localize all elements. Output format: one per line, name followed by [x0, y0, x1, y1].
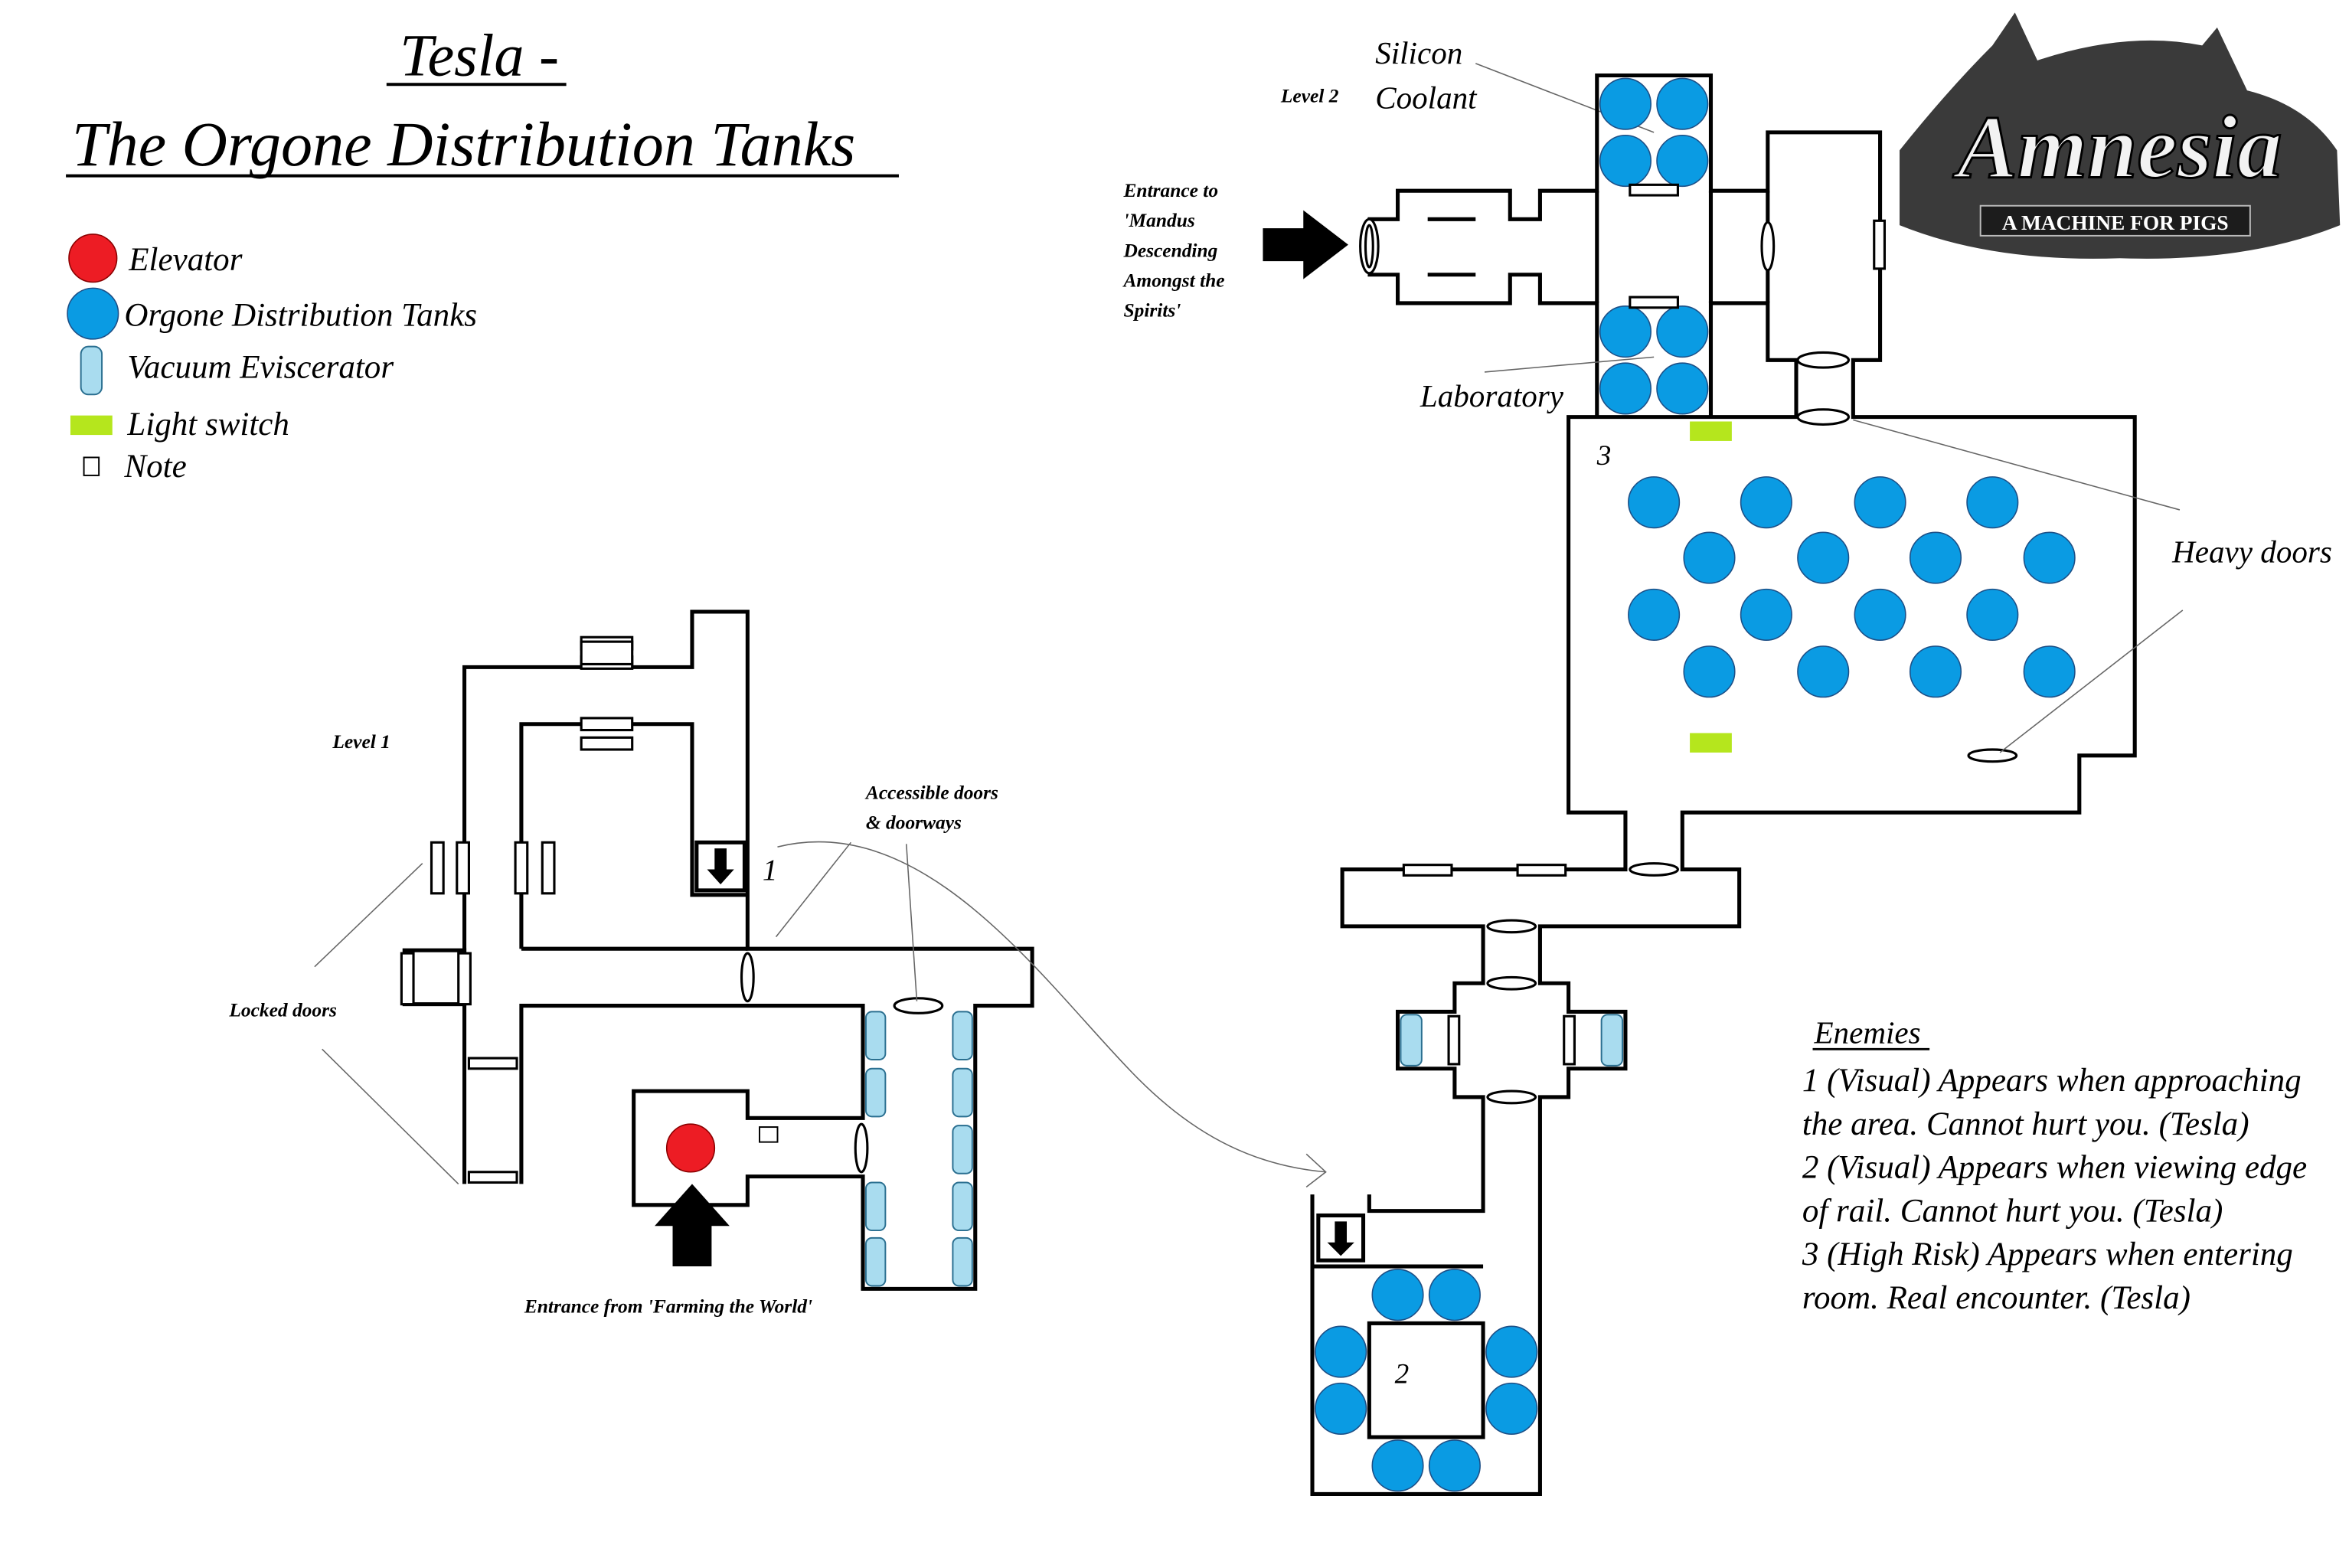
laboratory-tanks — [1599, 305, 1709, 415]
legend-elevator: Elevator — [128, 242, 242, 278]
enemy-line: 2 (Visual) Appears when viewing edge — [1802, 1150, 2307, 1186]
coolant-tanks — [1599, 77, 1709, 188]
logo-subtitle: A MACHINE FOR PIGS — [2002, 211, 2229, 234]
title-line-1: Tesla - — [400, 22, 559, 89]
entrance-text-line: Spirits' — [1123, 299, 1181, 322]
enemy-1-marker: 1 — [763, 854, 778, 887]
light-switch-icon — [70, 415, 113, 436]
coolant-label: Coolant — [1375, 80, 1478, 116]
room-3-marker: 3 — [1596, 440, 1612, 472]
level-1-doors — [400, 635, 944, 1184]
legend-note: Note — [123, 449, 186, 485]
note — [759, 1126, 779, 1143]
entrance-arrow-right-icon — [1263, 210, 1348, 279]
enemy-line: 3 (High Risk) Appears when entering — [1802, 1236, 2293, 1272]
accessible-doors-label: Accessible doors — [864, 782, 998, 804]
elevator-icon — [68, 234, 118, 283]
light-switch — [1690, 421, 1732, 441]
vacuum-eviscerator — [1600, 1014, 1624, 1067]
entrance-text-line: Entrance to — [1122, 179, 1218, 201]
enemy-1-connector — [777, 841, 1326, 1173]
silicon-label: Silicon — [1375, 35, 1462, 70]
enemies-heading: Enemies — [1813, 1014, 1920, 1050]
level-1-label: Level 1 — [332, 730, 390, 753]
room-3-tanks — [1628, 476, 2076, 698]
title-line-2: The Orgone Distribution Tanks — [72, 109, 855, 179]
level-2-doors — [1359, 183, 2018, 1105]
eviscerator-icon — [80, 345, 103, 396]
legend-tanks: Orgone Distribution Tanks — [124, 297, 477, 333]
enemy-line: room. Real encounter. (Tesla) — [1802, 1280, 2191, 1316]
level-2-label: Level 2 — [1280, 85, 1339, 107]
note-icon — [83, 456, 100, 476]
tank-icon — [67, 287, 119, 340]
entrance-text-line: Descending — [1122, 239, 1217, 261]
enemies-legend: Enemies 1 (Visual) Appears when approach… — [1802, 1014, 2307, 1315]
laboratory-label: Laboratory — [1420, 378, 1564, 413]
legend: Elevator Orgone Distribution Tanks Vacuu… — [67, 234, 477, 485]
heavy-doors-label: Heavy doors — [2171, 534, 2332, 569]
legend-light-switch: Light switch — [126, 407, 289, 443]
rail-eviscerators — [864, 1011, 973, 1287]
level-2-map: Level 2 Silicon Coolant Entrance to 'Man… — [1122, 35, 2332, 1496]
enemy-line: the area. Cannot hurt you. (Tesla) — [1802, 1106, 2249, 1142]
entrance-arrow-up-icon — [655, 1184, 730, 1267]
entrance-text-line: 'Mandus — [1123, 209, 1194, 231]
enemy-line: 1 (Visual) Appears when approaching — [1802, 1063, 2302, 1099]
legend-eviscerator: Vacuum Eviscerator — [127, 350, 394, 386]
level-2-entrance-label: Entrance to 'Mandus Descending Amongst t… — [1122, 179, 1224, 322]
room-2-marker: 2 — [1395, 1359, 1410, 1390]
down-arrow-icon — [1327, 1221, 1354, 1256]
entrance-text-line: Amongst the — [1122, 269, 1224, 291]
level-1-entrance-label: Entrance from 'Farming the World' — [524, 1295, 812, 1318]
room-2-tanks — [1315, 1269, 1538, 1492]
level-1-map: Level 1 1 Accessibl — [228, 609, 1327, 1318]
light-switch — [1690, 733, 1732, 753]
locked-doors-label: Locked doors — [228, 998, 337, 1021]
map-title: Tesla - The Orgone Distribution Tanks — [66, 22, 899, 179]
enemy-line: of rail. Cannot hurt you. (Tesla) — [1802, 1193, 2223, 1229]
accessible-doors-label-2: & doorways — [866, 812, 962, 834]
vacuum-eviscerator — [1400, 1014, 1423, 1067]
elevator — [665, 1123, 716, 1173]
down-arrow-icon — [707, 848, 734, 885]
amnesia-logo: Amnesia A MACHINE FOR PIGS — [1900, 12, 2341, 259]
logo-title: Amnesia — [1952, 98, 2282, 198]
